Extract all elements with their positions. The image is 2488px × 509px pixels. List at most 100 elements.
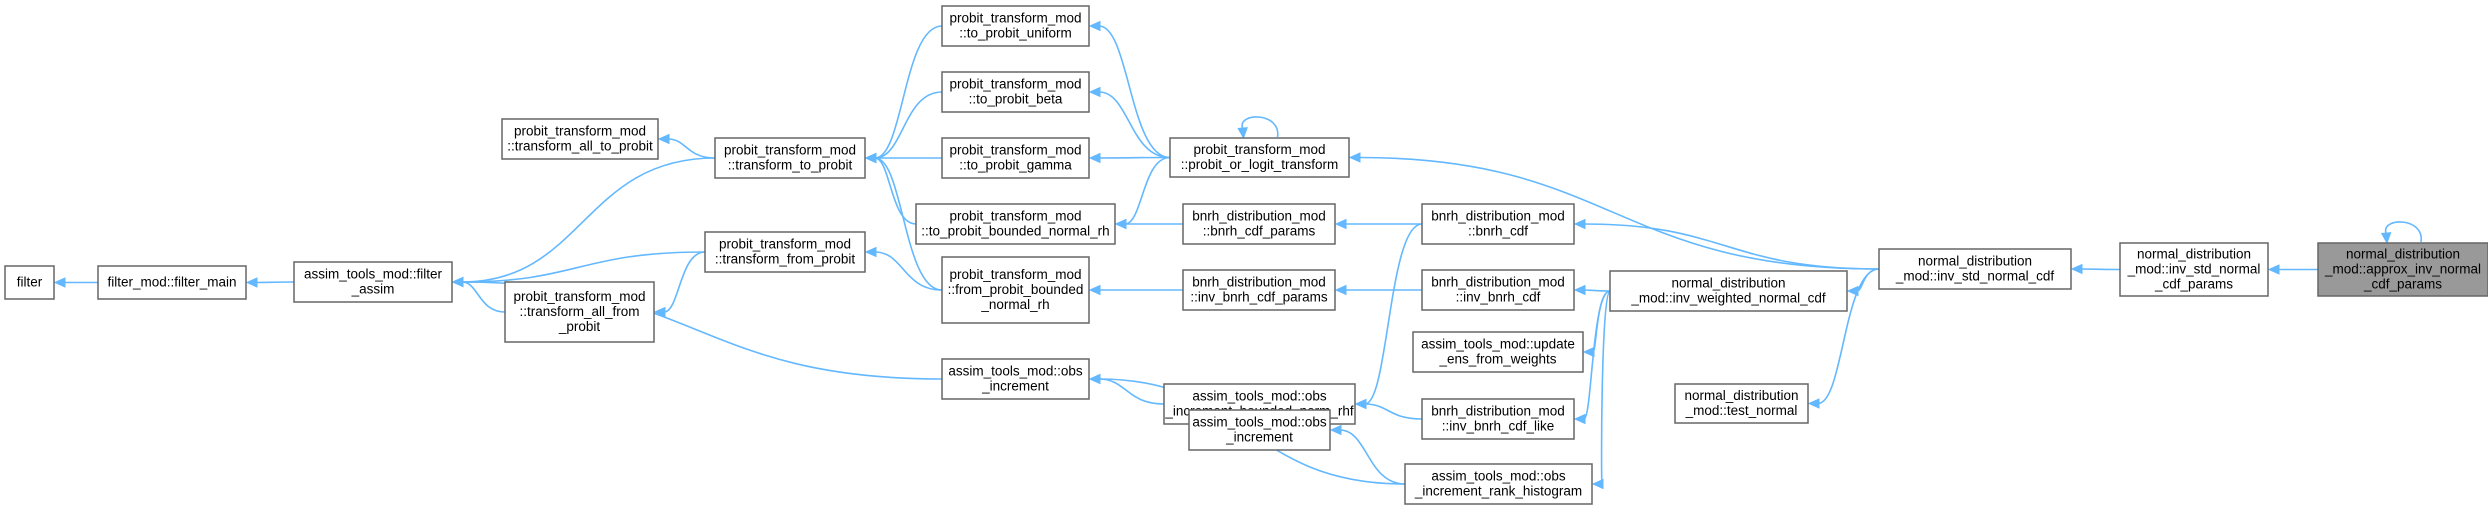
node-box	[941, 256, 1090, 324]
node-label-line: assim_tools_mod::update	[1421, 337, 1575, 352]
node-label-line: _mod::inv_weighted_normal_cdf	[1630, 291, 1826, 306]
node-label-line: probit_transform_mod	[514, 124, 646, 139]
graph-node-to-probit-bnrh[interactable]: probit_transform_mod::to_probit_bounded_…	[915, 203, 1116, 245]
node-box	[501, 118, 659, 160]
graph-node-from-probit-bnrh[interactable]: probit_transform_mod::from_probit_bounde…	[941, 256, 1090, 324]
node-label-line: _normal_rh	[980, 297, 1049, 312]
edge-transform-to-probit-to-to-probit-beta	[864, 91, 943, 164]
node-label-line: normal_distribution	[2346, 247, 2460, 262]
edge-line	[1592, 290, 1611, 353]
edge-line	[1098, 378, 1165, 405]
graph-node-filter[interactable]: filter	[4, 265, 55, 300]
graph-node-obs-inc-rank[interactable]: assim_tools_mod::obs_increment_rank_hist…	[1404, 463, 1593, 505]
edge-line	[1364, 403, 1423, 420]
edge-arrowhead	[451, 276, 464, 288]
edge-line	[1364, 223, 1423, 405]
edge-obs-inc-bnrhf-to-bnrh-cdf	[1354, 223, 1423, 410]
graph-node-filter-main[interactable]: filter_mod::filter_main	[97, 265, 247, 300]
graph-node-update-ens[interactable]: assim_tools_mod::update_ens_from_weights	[1412, 331, 1584, 373]
node-label-line: _increment_rank_histogram	[1414, 484, 1582, 499]
node-box	[1169, 137, 1350, 178]
node-box	[915, 203, 1116, 245]
node-label-line: ::bnrh_cdf	[1468, 224, 1528, 239]
edge-filter-assim-to-transform-to-probit	[451, 157, 716, 288]
edge-arrowhead	[1088, 152, 1101, 164]
graph-node-bnrh-cdf[interactable]: bnrh_distribution_mod::bnrh_cdf	[1421, 203, 1575, 245]
edge-transform-all-from-to-transform-from-probit	[653, 251, 706, 318]
node-label-line: assim_tools_mod::obs	[1192, 389, 1327, 404]
node-label-line: ::from_probit_bounded	[948, 282, 1084, 297]
edge-line	[461, 281, 506, 313]
edge-line	[1098, 91, 1171, 159]
graph-node-transform-from-probit[interactable]: probit_transform_mod::transform_from_pro…	[704, 231, 866, 273]
edge-line	[2080, 268, 2121, 271]
graph-node-bnrh-cdf-params[interactable]: bnrh_distribution_mod::bnrh_cdf_params	[1182, 203, 1336, 245]
edge-line	[2385, 221, 2422, 243]
node-label-line: ::transform_to_probit	[728, 158, 853, 173]
node-label-line: _mod::inv_std_normal_cdf	[1895, 269, 2055, 284]
edge-filter-assim-to-transform-all-from	[451, 276, 506, 313]
graph-node-filter-assim[interactable]: assim_tools_mod::filter_assim	[293, 261, 453, 303]
node-box	[293, 261, 453, 303]
node-label-line: probit_transform_mod	[949, 11, 1081, 26]
node-label-line: probit_transform_mod	[719, 237, 851, 252]
edge-arrowhead	[2267, 264, 2280, 275]
graph-node-obs-increment-b[interactable]: assim_tools_mod::obs_increment	[1188, 409, 1331, 451]
graph-node-obs-increment-a[interactable]: assim_tools_mod::obs_increment	[941, 358, 1090, 400]
node-label-line: probit_transform_mod	[949, 77, 1081, 92]
edge-arrowhead	[1807, 398, 1820, 409]
edge-arrowhead	[1088, 373, 1101, 385]
edge-obs-increment-a-to-obs-inc-bnrhf	[1088, 373, 1165, 405]
edge-filter-to-filter-main	[53, 277, 99, 288]
edge-transform-all-to-to-transform-to-probit	[657, 133, 716, 159]
node-label-line: bnrh_distribution_mod	[1192, 209, 1326, 224]
graph-node-transform-all-to[interactable]: probit_transform_mod::transform_all_to_p…	[501, 118, 659, 160]
graph-node-to-probit-uniform[interactable]: probit_transform_mod::to_probit_uniform	[941, 5, 1090, 47]
node-label-line: _cdf_params	[2154, 277, 2233, 292]
node-label-line: ::to_probit_beta	[969, 92, 1063, 107]
node-box	[2317, 242, 2488, 297]
edge-obs-inc-rank-to-inv-weighted	[1591, 290, 1611, 490]
node-label-line: _mod::test_normal	[1685, 403, 1798, 418]
node-label-line: ::transform_from_probit	[715, 252, 856, 267]
edge-arrowhead	[657, 133, 670, 145]
edge-line	[874, 251, 943, 291]
graph-node-test-normal[interactable]: normal_distribution_mod::test_normal	[1674, 383, 1809, 424]
node-label-line: probit_transform_mod	[949, 143, 1081, 158]
edge-arrowhead	[1334, 284, 1347, 296]
graph-node-transform-all-from[interactable]: probit_transform_mod::transform_all_from…	[504, 281, 655, 343]
node-label-line: normal_distribution	[1918, 254, 2032, 269]
node-label-line: _mod::inv_std_normal	[2127, 262, 2261, 277]
edge-arrowhead	[2070, 263, 2083, 275]
graph-node-to-probit-beta[interactable]: probit_transform_mod::to_probit_beta	[941, 71, 1090, 113]
edge-to-probit-bnrh-to-bnrh-cdf-params	[1114, 218, 1183, 230]
edge-inv-bnrh-params-to-inv-bnrh-cdf	[1334, 284, 1422, 296]
edge-arrowhead	[1348, 152, 1361, 163]
graph-node-transform-to-probit[interactable]: probit_transform_mod::transform_to_probi…	[714, 137, 866, 179]
graph-node-inv-std-params[interactable]: normal_distribution_mod::inv_std_normal_…	[2119, 242, 2269, 297]
edge-arrowhead	[53, 277, 66, 288]
graph-node-probit-or-logit[interactable]: probit_transform_mod::probit_or_logit_tr…	[1169, 137, 1350, 178]
node-label-line: assim_tools_mod::obs	[1431, 469, 1566, 484]
graph-node-inv-bnrh-cdf[interactable]: bnrh_distribution_mod::inv_bnrh_cdf	[1421, 269, 1575, 311]
graph-node-approx-inv[interactable]: normal_distribution_mod::approx_inv_norm…	[2317, 242, 2488, 297]
node-label-line: ::bnrh_cdf_params	[1203, 224, 1316, 239]
node-box	[2119, 242, 2269, 297]
edge-arrowhead	[1088, 284, 1101, 296]
graph-node-inv-bnrh-like[interactable]: bnrh_distribution_mod::inv_bnrh_cdf_like	[1421, 398, 1575, 440]
edge-line	[1124, 156, 1171, 225]
edge-to-probit-bnrh-to-probit-or-logit	[1114, 156, 1171, 230]
graph-node-inv-std-cdf[interactable]: normal_distribution_mod::inv_std_normal_…	[1878, 248, 2072, 290]
graph-node-inv-weighted[interactable]: normal_distribution_mod::inv_weighted_no…	[1609, 270, 1848, 312]
node-label-line: ::transform_all_from	[519, 304, 639, 319]
edge-arrowhead	[864, 152, 877, 164]
nodes-layer: normal_distribution_mod::approx_inv_norm…	[4, 5, 2488, 505]
graph-node-inv-bnrh-params[interactable]: bnrh_distribution_mod::inv_bnrh_cdf_para…	[1182, 269, 1336, 311]
graph-node-to-probit-gamma[interactable]: probit_transform_mod::to_probit_gamma	[941, 137, 1090, 179]
edge-arrowhead	[653, 306, 666, 318]
node-box	[941, 137, 1090, 179]
edge-arrowhead	[1114, 218, 1127, 230]
node-label-line: _assim	[351, 282, 395, 297]
node-box	[1609, 270, 1848, 312]
